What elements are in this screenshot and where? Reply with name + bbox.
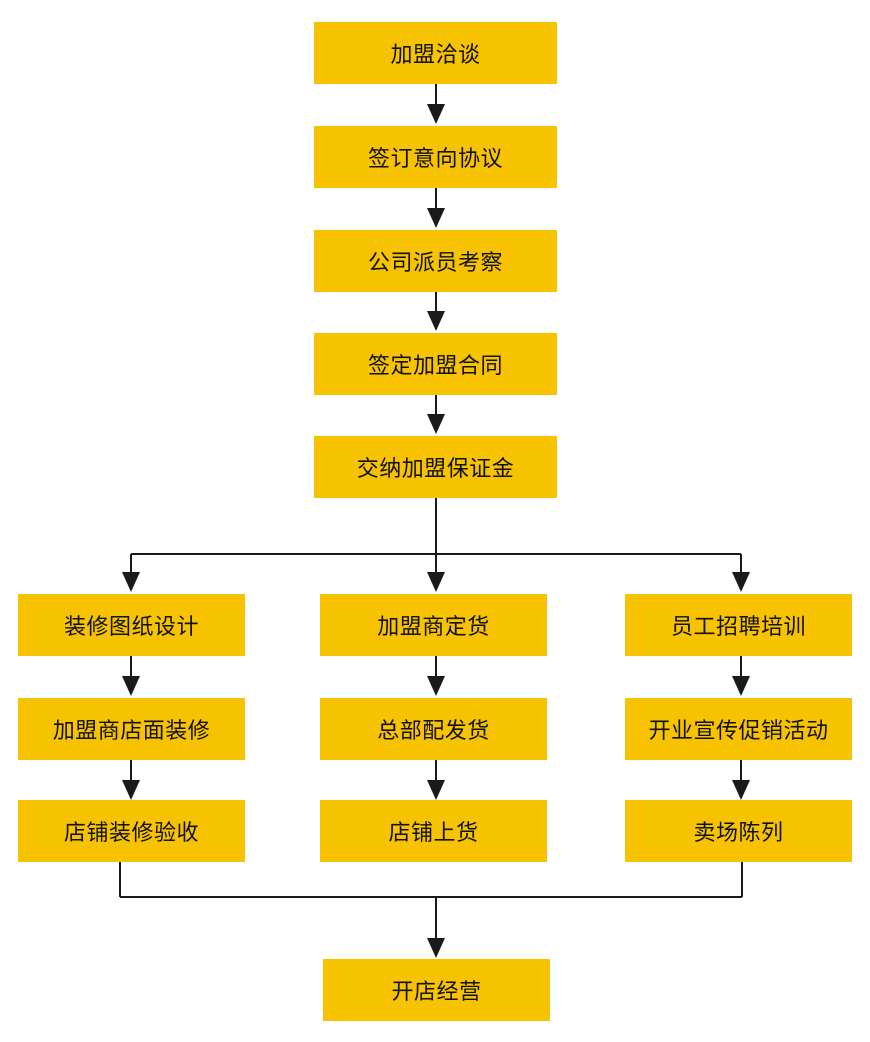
arrowhead-icon [122, 780, 140, 800]
left-branch-step: 装修图纸设计 [18, 594, 245, 656]
arrowhead-icon [122, 572, 140, 592]
arrowhead-icon [122, 676, 140, 696]
arrowhead-icon [427, 572, 445, 592]
middle-branch-step: 店铺上货 [320, 800, 547, 862]
step-label: 员工招聘培训 [670, 615, 806, 640]
step-pay-deposit: 交纳加盟保证金 [314, 436, 557, 498]
step-label: 店铺上货 [388, 821, 479, 846]
arrowhead-icon [427, 938, 445, 958]
step-open-store: 开店经营 [323, 959, 550, 1021]
step-sign-franchise-contract: 签定加盟合同 [314, 333, 557, 395]
step-company-inspection: 公司派员考察 [314, 230, 557, 292]
step-franchise-negotiation: 加盟洽谈 [314, 22, 557, 84]
middle-branch-step: 加盟商定货 [320, 594, 547, 656]
arrowhead-icon [732, 676, 750, 696]
step-label: 开店经营 [391, 980, 482, 1005]
arrowhead-icon [732, 572, 750, 592]
right-branch-step: 员工招聘培训 [625, 594, 852, 656]
step-label: 加盟商店面装修 [52, 719, 211, 744]
step-label: 签订意向协议 [367, 147, 503, 172]
step-label: 交纳加盟保证金 [356, 457, 515, 482]
step-label: 开业宣传促销活动 [648, 719, 829, 744]
left-branch-step: 店铺装修验收 [18, 800, 245, 862]
step-label: 签定加盟合同 [367, 354, 503, 379]
connector-lines [119, 84, 743, 940]
left-branch-step: 加盟商店面装修 [18, 698, 245, 760]
arrowheads [122, 104, 750, 958]
arrowhead-icon [427, 414, 445, 434]
step-label: 加盟商定货 [377, 615, 490, 640]
step-label: 卖场陈列 [693, 821, 784, 846]
step-label: 公司派员考察 [367, 251, 503, 276]
step-label: 总部配发货 [377, 719, 490, 744]
arrowhead-icon [732, 780, 750, 800]
arrowhead-icon [427, 311, 445, 331]
step-label: 店铺装修验收 [63, 821, 199, 846]
step-label: 装修图纸设计 [63, 615, 199, 640]
arrowhead-icon [427, 676, 445, 696]
right-branch-step: 卖场陈列 [625, 800, 852, 862]
arrowhead-icon [427, 780, 445, 800]
step-sign-intent-agreement: 签订意向协议 [314, 126, 557, 188]
step-label: 加盟洽谈 [390, 43, 481, 68]
arrowhead-icon [427, 208, 445, 228]
middle-branch-step: 总部配发货 [320, 698, 547, 760]
arrowhead-icon [427, 104, 445, 124]
right-branch-step: 开业宣传促销活动 [625, 698, 852, 760]
